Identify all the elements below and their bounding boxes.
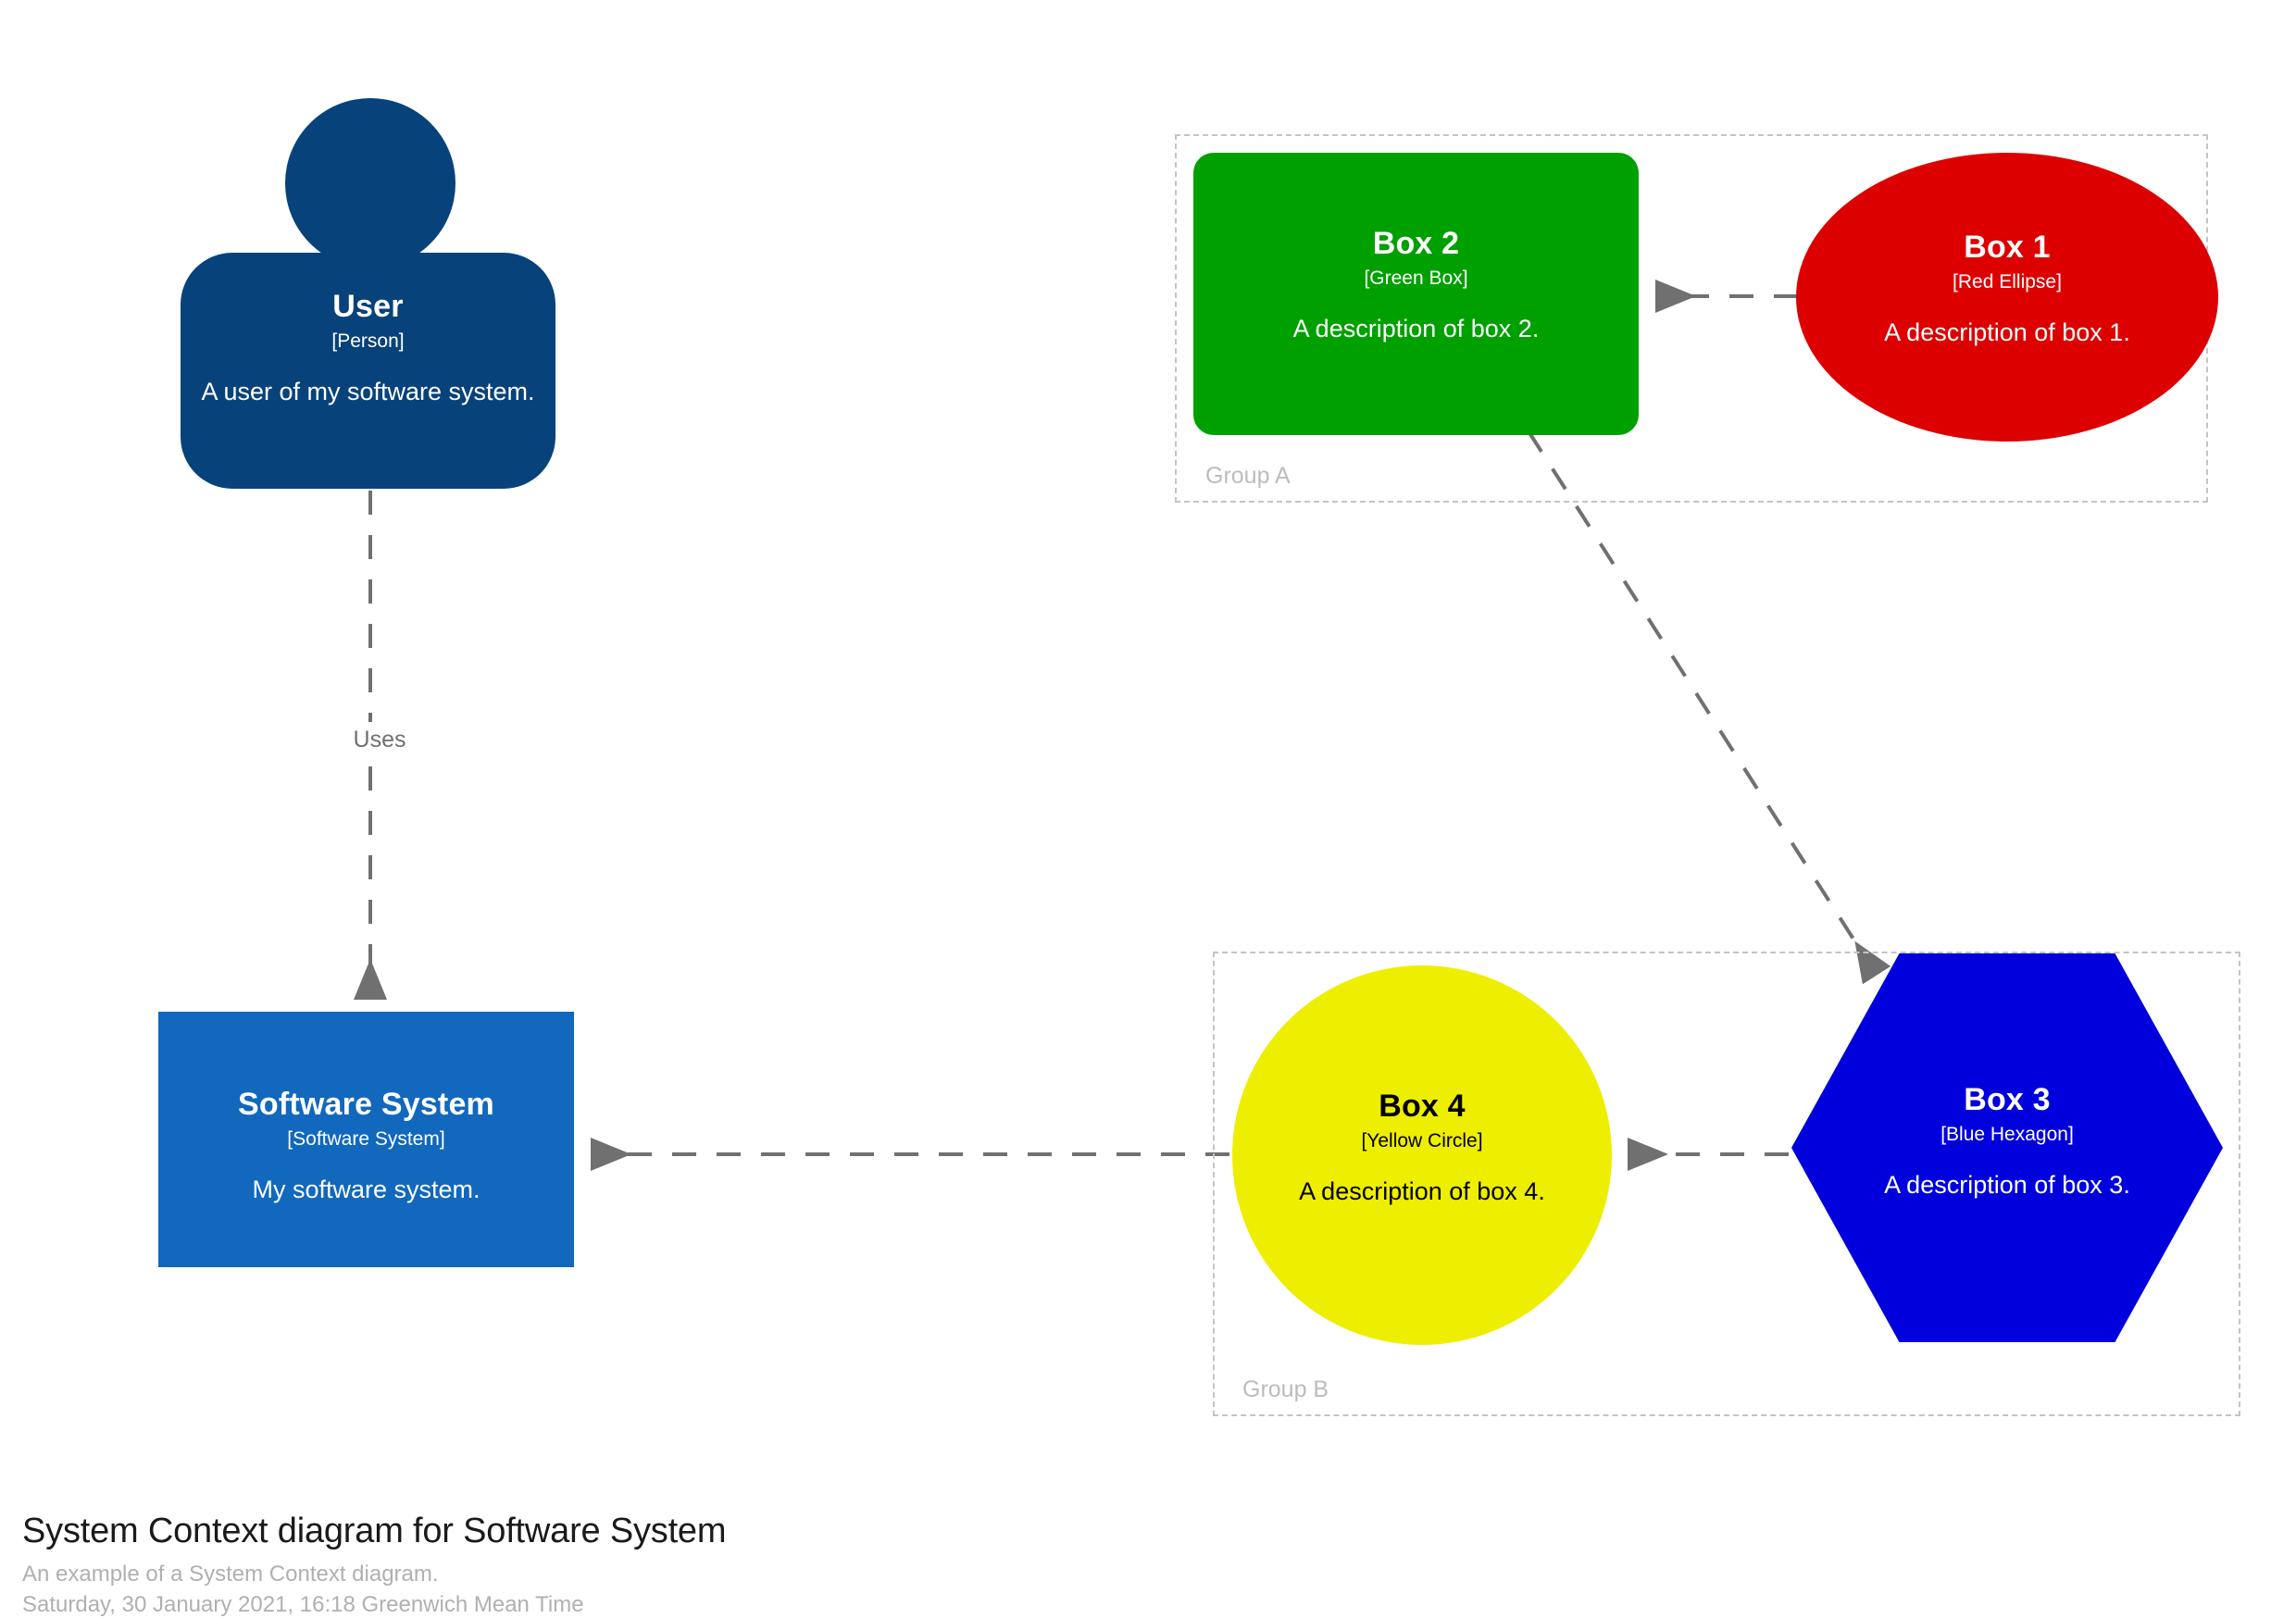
node-box3[interactable]: Box 3 [Blue Hexagon] A description of bo…	[1791, 953, 2223, 1342]
node-box1[interactable]: Box 1 [Red Ellipse] A description of box…	[1796, 153, 2218, 442]
node-box1-labels: Box 1 [Red Ellipse] A description of box…	[1796, 229, 2218, 348]
node-box3-description: A description of box 3.	[1884, 1170, 2130, 1199]
group-b-label: Group B	[1242, 1376, 1329, 1402]
node-box2[interactable]: Box 2 [Green Box] A description of box 2…	[1193, 153, 1639, 435]
node-box1-description: A description of box 1.	[1884, 317, 2130, 346]
node-user-labels: User [Person] A user of my software syst…	[181, 288, 555, 407]
node-box1-name: Box 1	[1964, 230, 2051, 265]
caption-title: System Context diagram for Software Syst…	[22, 1512, 727, 1550]
node-user-technology: [Person]	[331, 330, 405, 353]
node-software-system-technology: [Software System]	[287, 1128, 445, 1151]
node-box4-name: Box 4	[1379, 1089, 1466, 1124]
node-box2-name: Box 2	[1372, 226, 1460, 261]
group-boundary-b	[1213, 952, 2240, 1416]
node-box2-labels: Box 2 [Green Box] A description of box 2…	[1193, 225, 1639, 344]
node-box4[interactable]: Box 4 [Yellow Circle] A description of b…	[1232, 965, 1612, 1345]
node-software-system-name: Software System	[238, 1087, 494, 1122]
caption-timestamp: Saturday, 30 January 2021, 16:18 Greenwi…	[22, 1592, 584, 1618]
node-box3-name: Box 3	[1964, 1082, 2051, 1117]
group-a-label: Group A	[1205, 463, 1291, 489]
node-box2-technology: [Green Box]	[1364, 268, 1468, 290]
node-box3-labels: Box 3 [Blue Hexagon] A description of bo…	[1791, 1081, 2223, 1201]
node-software-system-description: My software system.	[252, 1175, 480, 1203]
node-user[interactable]: User [Person] A user of my software syst…	[181, 98, 555, 489]
node-box3-technology: [Blue Hexagon]	[1940, 1124, 2074, 1146]
edge-label-uses: Uses	[315, 725, 444, 755]
person-head-icon	[285, 98, 455, 268]
node-user-name: User	[332, 289, 404, 324]
node-box4-technology: [Yellow Circle]	[1361, 1130, 1483, 1152]
caption-subtitle: An example of a System Context diagram.	[22, 1561, 439, 1587]
node-box4-description: A description of box 4.	[1299, 1176, 1545, 1205]
diagram-caption: System Context diagram for Software Syst…	[22, 1511, 1318, 1618]
node-box1-technology: [Red Ellipse]	[1953, 271, 2062, 293]
node-box4-labels: Box 4 [Yellow Circle] A description of b…	[1232, 1088, 1612, 1207]
edge-box2-to-box3	[1527, 429, 1891, 985]
node-box2-description: A description of box 2.	[1292, 314, 1540, 342]
node-software-system[interactable]: Software System [Software System] My sof…	[158, 1012, 574, 1267]
node-software-system-labels: Software System [Software System] My sof…	[158, 1086, 574, 1205]
person-body-shape	[181, 253, 555, 489]
node-user-description: A user of my software system.	[201, 377, 535, 405]
